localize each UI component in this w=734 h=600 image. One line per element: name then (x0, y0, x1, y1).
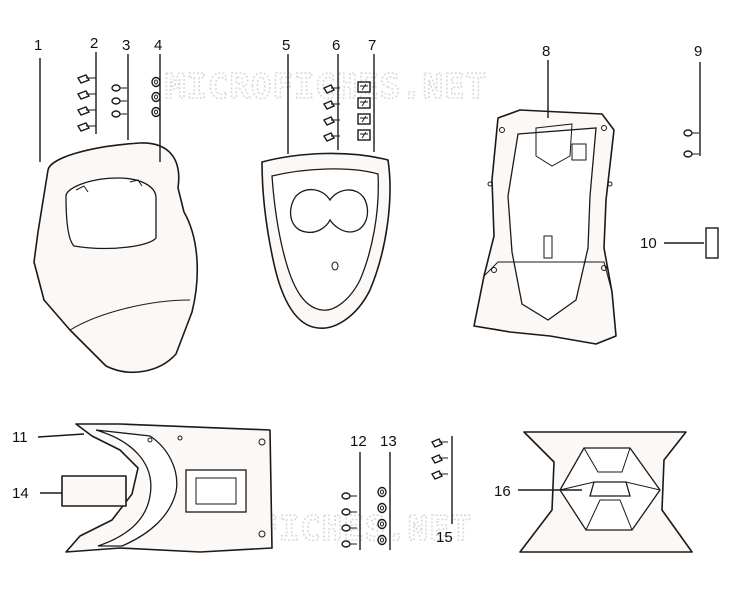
callout-9: 9 (694, 43, 702, 60)
callout-7: 7 (368, 37, 376, 54)
part-4-nuts (151, 76, 161, 118)
callout-numbers: 1 2 3 4 5 6 7 8 9 10 11 12 13 14 15 16 (12, 35, 702, 546)
part-16-floor-mat (519, 431, 693, 553)
leader-lines (37, 52, 704, 550)
callout-8: 8 (542, 43, 550, 60)
callout-2: 2 (90, 35, 98, 52)
part-12-bolts (341, 492, 357, 548)
part-7-clips (357, 81, 371, 141)
callout-5: 5 (282, 37, 290, 54)
callout-3: 3 (122, 37, 130, 54)
part-1-front-shield (33, 142, 198, 373)
callout-12: 12 (350, 433, 367, 450)
callout-6: 6 (332, 37, 340, 54)
part-10-pad (705, 227, 719, 259)
part-2-screws (76, 74, 96, 132)
part-3-bolts (111, 84, 127, 118)
callout-4: 4 (154, 37, 162, 54)
callout-1: 1 (34, 37, 42, 54)
callout-15: 15 (436, 529, 453, 546)
part-8-frame-cover (473, 109, 617, 345)
part-6-screws (322, 84, 340, 142)
part-13-nuts (377, 486, 387, 546)
callout-13: 13 (380, 433, 397, 450)
part-5-inner-shield (261, 152, 391, 329)
callout-10: 10 (640, 235, 657, 252)
part-9-screws (683, 129, 699, 158)
callout-14: 14 (12, 485, 29, 502)
part-15-screws (430, 438, 448, 480)
part-14-mat (61, 475, 127, 507)
callout-16: 16 (494, 483, 511, 500)
callout-11: 11 (12, 429, 28, 446)
part-11-floor-panel (65, 423, 273, 553)
